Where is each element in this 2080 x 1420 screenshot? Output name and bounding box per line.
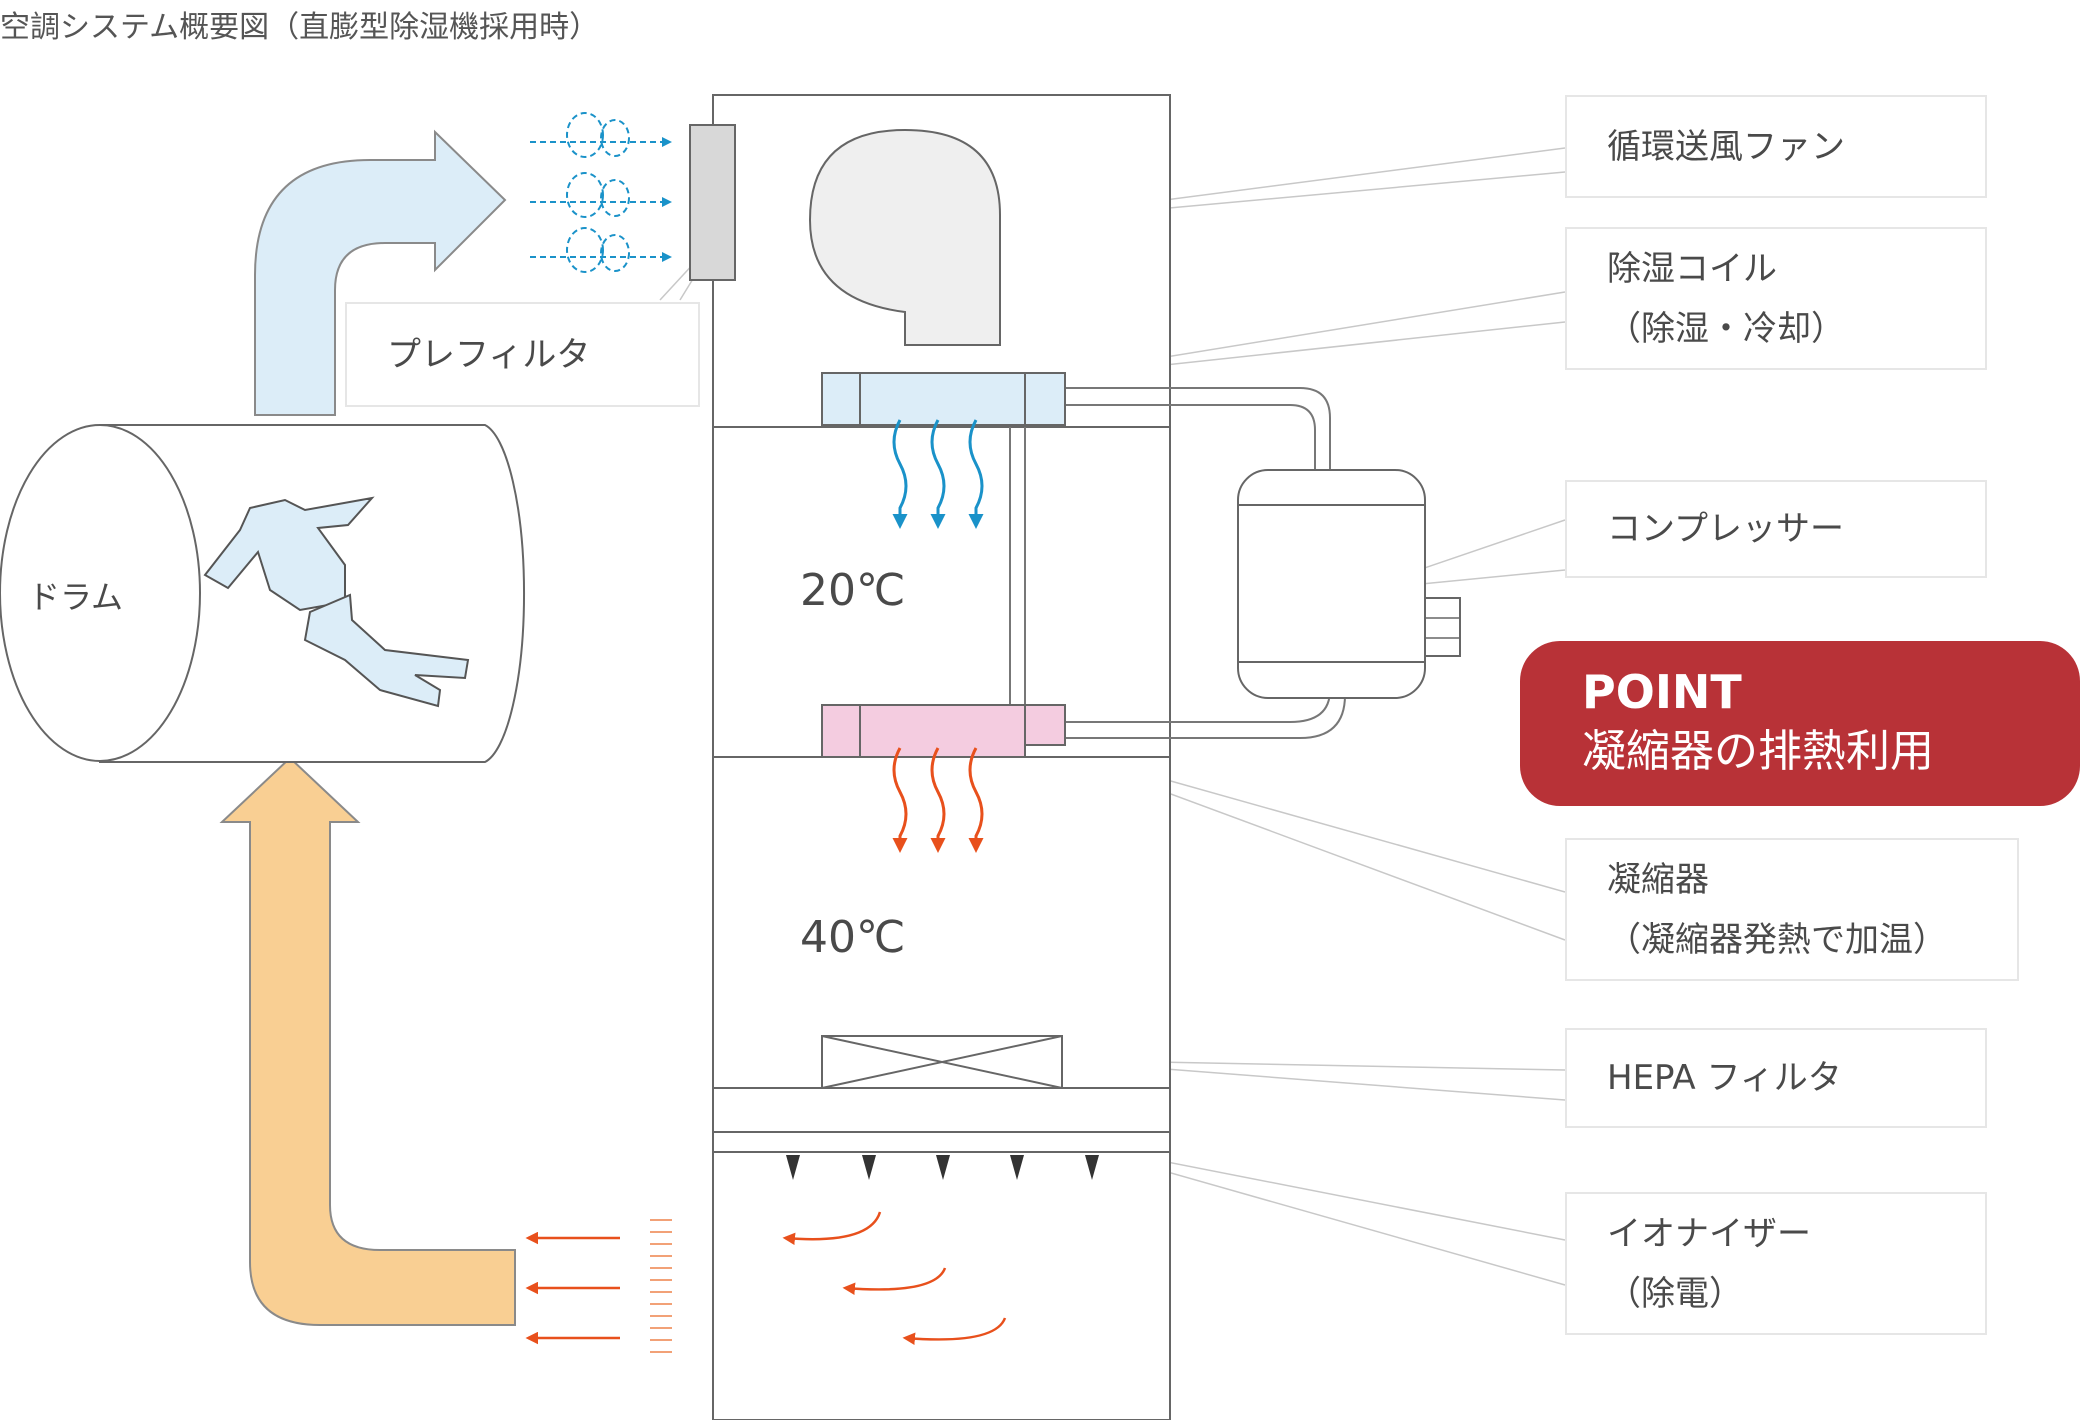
condenser-label-box: 凝縮器 （凝縮器発熱で加温） bbox=[1565, 838, 2019, 981]
fan-label: 循環送風ファン bbox=[1607, 126, 1845, 167]
point-callout: POINT 凝縮器の排熱利用 bbox=[1520, 641, 2080, 806]
drum bbox=[0, 424, 526, 763]
dehumidifying-coil-sublabel: （除湿・冷却） bbox=[1607, 308, 1845, 349]
compressor bbox=[1237, 469, 1461, 699]
point-heading: POINT bbox=[1582, 665, 1742, 719]
drum-label: ドラム bbox=[28, 578, 124, 616]
ionizer-label: イオナイザー bbox=[1607, 1213, 1811, 1254]
dehumidifying-coil-label: 除湿コイル bbox=[1607, 248, 1777, 289]
compressor-label-box: コンプレッサー bbox=[1565, 480, 1987, 578]
return-air-duct-arrow bbox=[254, 129, 507, 416]
dehumidifying-coil bbox=[821, 372, 1066, 426]
hepa-label: HEPA フィルタ bbox=[1607, 1058, 1842, 1098]
temperature-lower: 40℃ bbox=[800, 912, 906, 963]
prefilter-label: プレフィルタ bbox=[387, 334, 591, 375]
prefilter-label-box: プレフィルタ bbox=[345, 302, 700, 407]
ionizer-sublabel: （除電） bbox=[1607, 1273, 1743, 1314]
condenser-coil bbox=[821, 704, 1066, 758]
airflow-dash-marks bbox=[650, 1219, 672, 1353]
condenser-sublabel: （凝縮器発熱で加温） bbox=[1607, 919, 1947, 960]
compressor-label: コンプレッサー bbox=[1607, 509, 1844, 549]
fan-label-box: 循環送風ファン bbox=[1565, 95, 1987, 198]
intake-swirl-arrows bbox=[530, 112, 672, 273]
circulation-fan bbox=[808, 128, 1001, 346]
hot-air-arrows bbox=[892, 747, 984, 853]
trousers-icon bbox=[303, 593, 470, 708]
outflow-curved-arrows bbox=[782, 1211, 1007, 1346]
diagram-title: 空調システム概要図（直膨型除湿機採用時） bbox=[0, 10, 600, 45]
ionizer-label-box: イオナイザー （除電） bbox=[1565, 1192, 1987, 1335]
supply-air-duct-arrow bbox=[219, 756, 516, 1326]
prefilter-panel bbox=[689, 124, 736, 281]
cool-air-arrows bbox=[892, 419, 984, 529]
outflow-straight-arrows bbox=[525, 1231, 620, 1345]
hepa-filter bbox=[821, 1035, 1063, 1089]
point-text: 凝縮器の排熱利用 bbox=[1582, 726, 1934, 777]
hepa-label-box: HEPA フィルタ bbox=[1565, 1028, 1987, 1128]
temperature-upper: 20℃ bbox=[800, 565, 906, 616]
ionizer-needles bbox=[786, 1155, 1099, 1180]
dehumidifying-coil-label-box: 除湿コイル （除湿・冷却） bbox=[1565, 227, 1987, 370]
condenser-label: 凝縮器 bbox=[1607, 859, 1709, 900]
